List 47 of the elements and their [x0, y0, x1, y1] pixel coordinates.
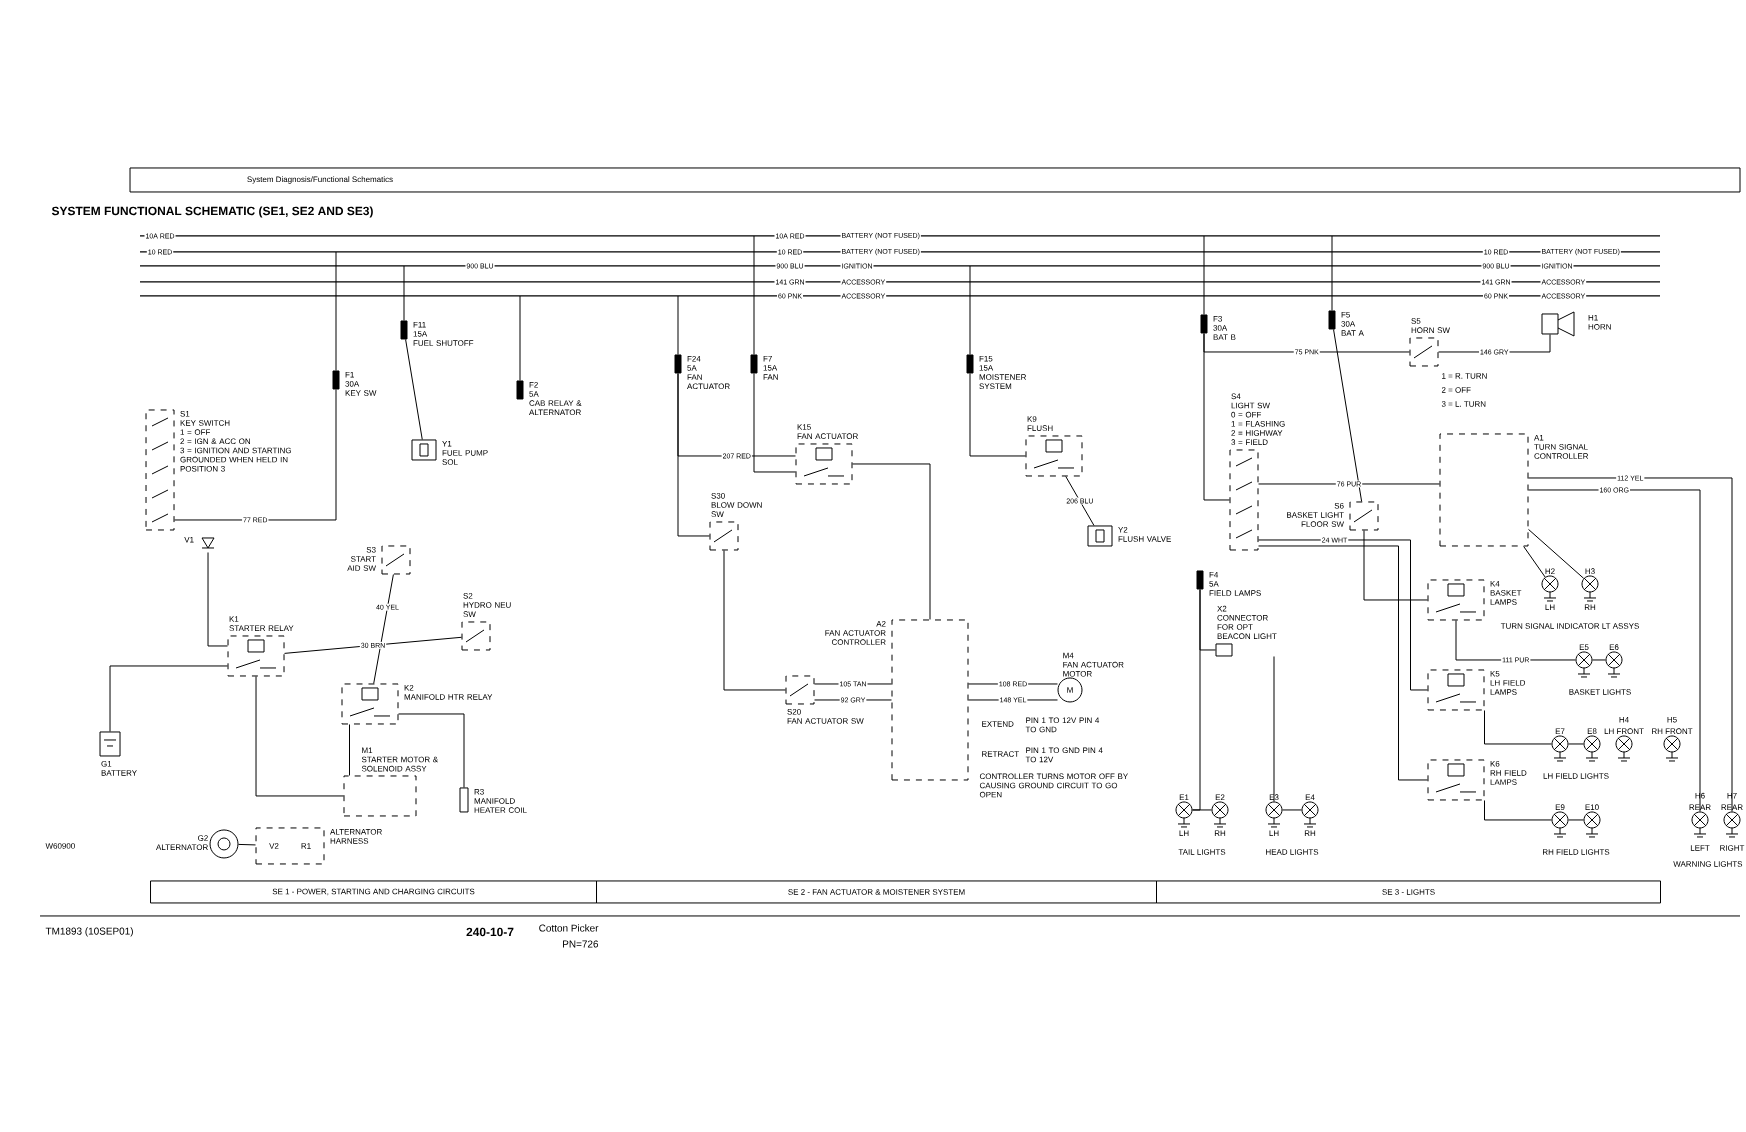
wire	[1363, 529, 1428, 601]
wire	[1333, 328, 1363, 502]
wire	[1258, 483, 1440, 485]
wire	[1455, 619, 1576, 661]
wire	[968, 683, 1058, 685]
wire	[1282, 809, 1302, 811]
wire	[519, 295, 521, 381]
wire	[174, 388, 337, 521]
wire	[1331, 235, 1333, 311]
wire	[335, 251, 337, 371]
wire	[1192, 809, 1212, 811]
wire	[677, 372, 710, 537]
wire	[1484, 799, 1552, 821]
wire	[1273, 655, 1275, 802]
wire	[284, 636, 462, 654]
wire	[723, 549, 786, 691]
wire	[255, 675, 344, 797]
wire	[677, 295, 679, 355]
wire	[1258, 545, 1428, 781]
wire	[1484, 709, 1552, 745]
wire	[1528, 477, 1733, 812]
wire	[1438, 333, 1551, 353]
wire	[753, 235, 755, 355]
wire	[1523, 545, 1546, 578]
wire	[1258, 539, 1428, 691]
wire	[405, 338, 423, 440]
wire	[1528, 528, 1585, 579]
wire	[207, 551, 228, 647]
wire	[349, 723, 350, 776]
wire	[1203, 235, 1205, 315]
wire	[968, 699, 1058, 701]
wire	[403, 265, 405, 321]
wire	[1592, 659, 1606, 661]
wire	[1203, 332, 1230, 501]
wire	[238, 843, 256, 846]
wire	[1568, 819, 1584, 821]
wire	[1568, 743, 1584, 745]
wire	[852, 463, 931, 620]
wire	[753, 372, 796, 473]
wire	[1065, 475, 1095, 526]
wire	[1528, 489, 1701, 812]
wire	[814, 699, 892, 701]
wire	[109, 665, 228, 732]
wire	[373, 573, 394, 684]
wire	[398, 713, 465, 788]
wire	[969, 372, 1026, 457]
wire	[969, 265, 971, 355]
